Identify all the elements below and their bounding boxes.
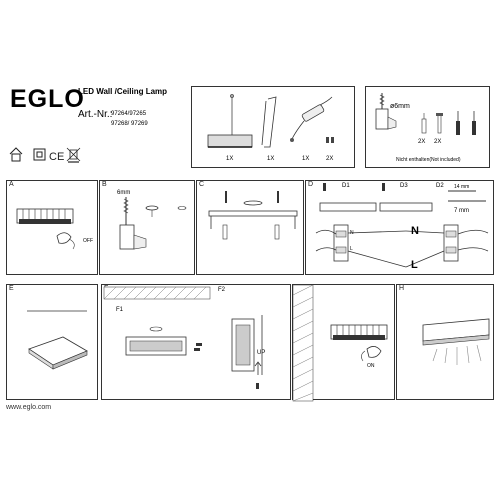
step-c-label: C xyxy=(199,181,205,188)
step-d-label: D xyxy=(308,181,314,188)
class-ii-icon xyxy=(33,148,46,161)
not-included-note: Nicht enthalten(Not included) xyxy=(396,157,461,163)
qty-driver: 1X xyxy=(302,156,310,162)
up-label: UP xyxy=(257,350,266,356)
qty-bracket: 1X xyxy=(267,156,275,162)
step-d-panel: D D1 D3 D2 14 mm 7 mm xyxy=(305,180,494,275)
ceiling-hatch xyxy=(103,286,211,300)
hand-icon xyxy=(366,346,382,358)
package-contents-box: 1X 1X 1X 2X xyxy=(191,86,355,168)
step-e-panel: E xyxy=(6,284,98,400)
brand-logo: EGLO xyxy=(10,85,85,113)
step-b-svg xyxy=(119,197,187,250)
tools-box: ø6mm 2X 2X Nicht enthalten(Not included) xyxy=(365,86,490,168)
step-e-label: E xyxy=(9,285,14,292)
screw-icon xyxy=(323,183,385,191)
tools-svg xyxy=(375,93,476,135)
strip-length-b: 7 mm xyxy=(454,208,469,214)
down-arrow-icon xyxy=(68,238,75,250)
step-f-svg xyxy=(103,286,263,389)
lamp-body-f1 xyxy=(125,326,187,356)
step-h-svg xyxy=(422,318,490,365)
switch-off-text: OFF xyxy=(83,238,93,244)
terminal-block-left xyxy=(315,224,349,262)
tool-qty-b: 2X xyxy=(434,139,442,145)
mounting-bracket-illustration xyxy=(261,96,277,148)
wire-strip-illustration xyxy=(448,190,486,202)
light-rays-icon xyxy=(432,344,482,365)
drill-icon xyxy=(119,197,147,250)
step-c-svg xyxy=(208,191,298,240)
ce-mark-icon: CE xyxy=(49,151,64,163)
lamp-body-f2 xyxy=(231,315,263,375)
lamp-base-illustration xyxy=(319,202,433,212)
hand-icon xyxy=(56,232,72,244)
up-arrow-icon xyxy=(254,361,262,375)
up-arrow-icon xyxy=(361,350,366,362)
neutral-label: N xyxy=(411,225,419,237)
live-label: L xyxy=(411,259,418,271)
step-a-label: A xyxy=(9,181,14,188)
fuse-box-illustration xyxy=(330,324,388,340)
terminal-block-right xyxy=(443,224,489,262)
step-e-svg xyxy=(27,310,88,370)
art-numbers-2: 97268/ 97269 xyxy=(111,121,148,127)
step-d-svg xyxy=(315,183,489,268)
step-a-panel: A OFF xyxy=(6,180,98,275)
driver-illustration xyxy=(290,96,333,142)
step-d2-label: D2 xyxy=(436,183,444,189)
phillips-screwdriver-icon xyxy=(472,111,476,135)
tool-drill-size: ø6mm xyxy=(390,103,410,110)
step-b-panel: B 6mm xyxy=(99,180,195,275)
terminal-l-label: L xyxy=(350,246,353,252)
step-d1-label: D1 xyxy=(342,183,350,189)
lamp-illustration xyxy=(207,94,253,148)
screw-icon xyxy=(194,343,202,351)
compliance-svg: CE xyxy=(9,147,81,163)
weee-bin-icon xyxy=(66,147,81,163)
wall-hatch xyxy=(292,284,314,402)
tool-qty-a: 2X xyxy=(418,139,426,145)
step-a-svg xyxy=(16,208,75,250)
step-b-label: B xyxy=(102,181,107,188)
step-f2-label: F2 xyxy=(218,287,226,293)
wall-plug-icon xyxy=(222,224,280,240)
switch-on-text: ON xyxy=(367,363,375,369)
svg-text:CE: CE xyxy=(49,151,64,163)
product-title: LED Wall /Ceiling Lamp xyxy=(78,87,168,96)
step-d3-label: D3 xyxy=(400,183,408,189)
footer-url[interactable]: www.eglo.com xyxy=(6,404,52,411)
screw-icon xyxy=(436,113,443,134)
step-h-label: H xyxy=(399,285,405,292)
step-b-drill-size: 6mm xyxy=(117,190,131,196)
mounting-bracket-illustration xyxy=(208,200,298,229)
step-h-panel: H xyxy=(396,284,494,400)
fuse-box-illustration xyxy=(16,208,74,224)
art-label: Art.-Nr.: xyxy=(78,109,113,120)
terminal-n-label: N xyxy=(350,230,354,236)
house-icon xyxy=(9,147,23,162)
package-contents-svg xyxy=(207,94,334,148)
qty-screws: 2X xyxy=(326,156,334,162)
screw-icon xyxy=(225,191,279,203)
lamp-illustration xyxy=(422,318,490,346)
lamp-illustration xyxy=(27,310,88,370)
wall-plug-icon xyxy=(421,113,427,134)
step-g-svg xyxy=(292,284,388,402)
drill-hole-icon xyxy=(145,205,187,217)
compliance-icons: CE xyxy=(8,145,98,165)
screws-illustration xyxy=(326,137,334,143)
wiring-arrows xyxy=(347,230,445,268)
screwdriver-icon xyxy=(456,111,460,135)
screw-icon xyxy=(256,383,259,389)
step-f1-label: F1 xyxy=(116,307,124,313)
drill-icon xyxy=(375,93,397,130)
step-c-panel: C xyxy=(196,180,304,275)
step-f-panel: F F1 F2 UP xyxy=(101,284,291,400)
art-numbers-1: 97264/97265 xyxy=(111,111,147,117)
strip-length-a: 14 mm xyxy=(454,184,470,190)
qty-lamp: 1X xyxy=(226,156,234,162)
step-g-panel: G ON xyxy=(292,284,395,402)
